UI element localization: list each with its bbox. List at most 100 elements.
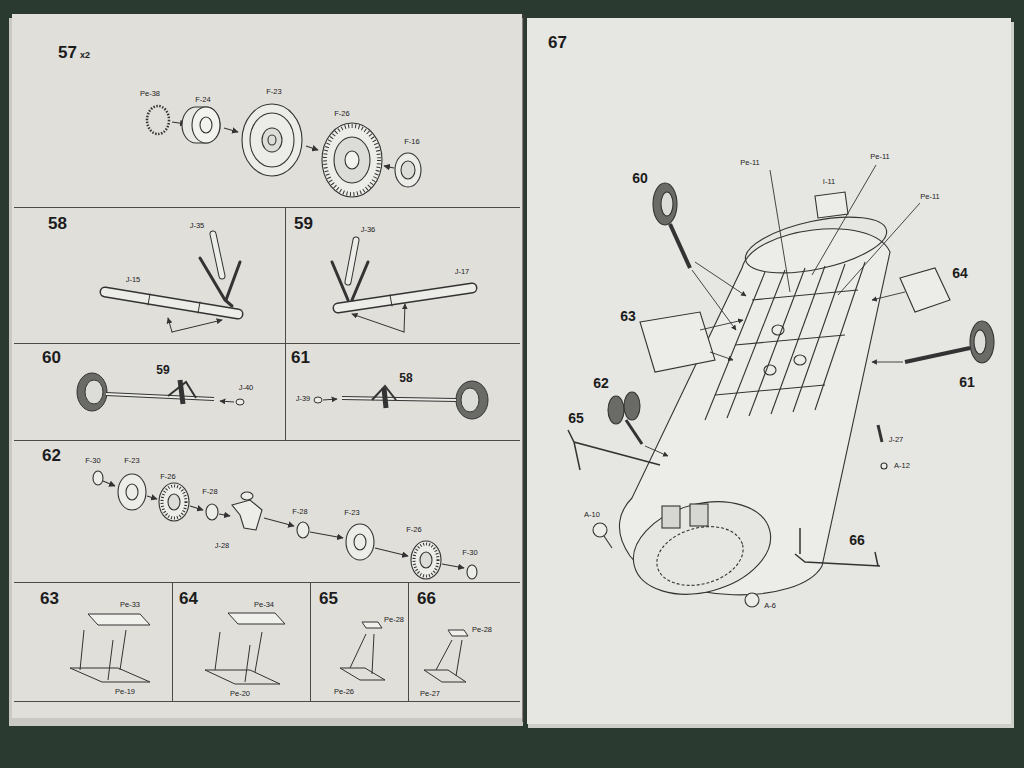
fuselage-67-shape bbox=[735, 335, 845, 345]
strut-58-shape bbox=[105, 292, 238, 314]
part-number: F-26 bbox=[334, 110, 349, 118]
nose-wheel-62-shape bbox=[264, 518, 294, 526]
strut-58-shape bbox=[148, 294, 150, 305]
leg-61-shape bbox=[461, 388, 479, 412]
wheel-parts-57-shape bbox=[334, 137, 370, 183]
part-number: Pe-26 bbox=[334, 688, 354, 696]
fuselage-67-shape bbox=[795, 528, 880, 566]
frames-63-66-shape bbox=[436, 640, 452, 670]
step-number: 66 bbox=[417, 590, 436, 607]
fuselage-67-shape bbox=[653, 183, 677, 225]
nose-wheel-62-shape bbox=[126, 484, 138, 500]
fuselage-67-shape bbox=[905, 348, 970, 362]
nose-wheel-62-shape bbox=[346, 524, 374, 560]
callout-number: 58 bbox=[399, 372, 412, 384]
callout-number: 65 bbox=[568, 411, 584, 425]
strut-58-shape bbox=[226, 262, 240, 300]
step-number: 61 bbox=[291, 349, 310, 366]
nose-wheel-62-shape bbox=[241, 492, 253, 500]
leg-61-shape bbox=[456, 381, 488, 419]
frames-63-66-shape bbox=[80, 630, 84, 670]
step-panel: 64 bbox=[172, 582, 310, 702]
strut-58-shape bbox=[213, 234, 222, 276]
nose-wheel-62-shape bbox=[118, 474, 146, 510]
strut-59-shape bbox=[332, 262, 348, 300]
step-panel: 65 bbox=[310, 582, 408, 702]
callout-number: 60 bbox=[632, 171, 648, 185]
step-panel: 66 bbox=[408, 582, 520, 702]
strut-59-shape bbox=[390, 295, 392, 306]
strut-58-shape bbox=[198, 302, 200, 313]
nose-wheel-62-shape bbox=[93, 471, 103, 485]
wheel-parts-57-shape bbox=[242, 104, 302, 176]
part-number: F-30 bbox=[462, 549, 477, 557]
step-number: 62 bbox=[42, 447, 61, 464]
wheel-parts-57-shape bbox=[306, 146, 318, 150]
fuselage-67-shape bbox=[670, 224, 690, 268]
fuselage-67 bbox=[568, 165, 994, 609]
frames-63-66-shape bbox=[88, 614, 150, 625]
nose-wheel-62-shape bbox=[375, 548, 408, 556]
nose-wheel-62-shape bbox=[411, 541, 441, 579]
wheel-parts-57-shape bbox=[200, 117, 212, 133]
wheel-parts-57-shape bbox=[262, 128, 282, 152]
frames-63-66-shape bbox=[245, 645, 250, 682]
fuselage-67-shape bbox=[650, 518, 749, 595]
step-panel: 67 bbox=[527, 18, 1011, 724]
strut-59-shape bbox=[348, 240, 356, 282]
pages-shape bbox=[12, 14, 522, 718]
step-number: 60 bbox=[42, 349, 61, 366]
nose-wheel-62-shape bbox=[414, 544, 438, 576]
part-number: J-28 bbox=[215, 542, 230, 550]
fuselage-67-shape bbox=[710, 352, 733, 360]
leg-60-shape bbox=[236, 399, 244, 405]
nose-wheel-62-shape bbox=[420, 552, 432, 568]
wheel-parts-57-shape bbox=[268, 135, 276, 145]
part-number: J-27 bbox=[889, 436, 904, 444]
part-number: J-35 bbox=[190, 222, 205, 230]
fuselage-67-shape bbox=[881, 463, 887, 469]
fuselage-67-shape bbox=[812, 165, 876, 275]
frames-63-66-shape bbox=[255, 632, 262, 672]
fuselage-67-shape bbox=[772, 325, 784, 335]
frames-63-66-shape bbox=[362, 622, 382, 628]
part-number: I-11 bbox=[823, 178, 835, 186]
leg-61-shape bbox=[372, 386, 396, 400]
wheel-parts-57-shape bbox=[250, 113, 294, 167]
frames-63-66-shape bbox=[205, 670, 280, 684]
fuselage-67-shape bbox=[815, 192, 848, 218]
part-number: F-28 bbox=[202, 488, 217, 496]
leg-60-shape bbox=[85, 380, 103, 404]
frames-63-66-shape bbox=[372, 634, 374, 674]
nose-wheel-62-shape bbox=[147, 496, 157, 499]
fuselage-67-shape bbox=[624, 392, 640, 420]
fuselage-67-shape bbox=[878, 425, 882, 442]
fuselage-67-shape bbox=[695, 262, 746, 296]
fuselage-67-shape bbox=[604, 536, 612, 548]
frames-63-66-shape bbox=[70, 668, 150, 682]
part-number: Pe-11 bbox=[870, 153, 889, 161]
part-number: F-24 bbox=[195, 96, 210, 104]
nose-wheel-62-shape bbox=[206, 504, 218, 520]
fuselage-67-shape bbox=[626, 420, 642, 444]
step-number: 64 bbox=[179, 590, 198, 607]
step-panel: 57x2 bbox=[14, 18, 520, 207]
strut-59-shape bbox=[352, 314, 404, 332]
wheel-parts-57-shape bbox=[384, 166, 394, 168]
fuselage-67-shape bbox=[661, 192, 673, 216]
fuselage-67-shape bbox=[700, 320, 743, 330]
leg-60-shape bbox=[168, 382, 196, 398]
fuselage-67-shape bbox=[872, 292, 905, 300]
fuselage-67-shape bbox=[749, 268, 805, 416]
fuselage-67-shape bbox=[970, 321, 994, 363]
wheel-parts-57-shape bbox=[182, 107, 220, 143]
part-number: F-23 bbox=[124, 457, 139, 465]
leg-60-shape bbox=[106, 394, 214, 399]
frames-63-66-shape bbox=[424, 670, 466, 682]
callout-number: 66 bbox=[849, 533, 865, 547]
